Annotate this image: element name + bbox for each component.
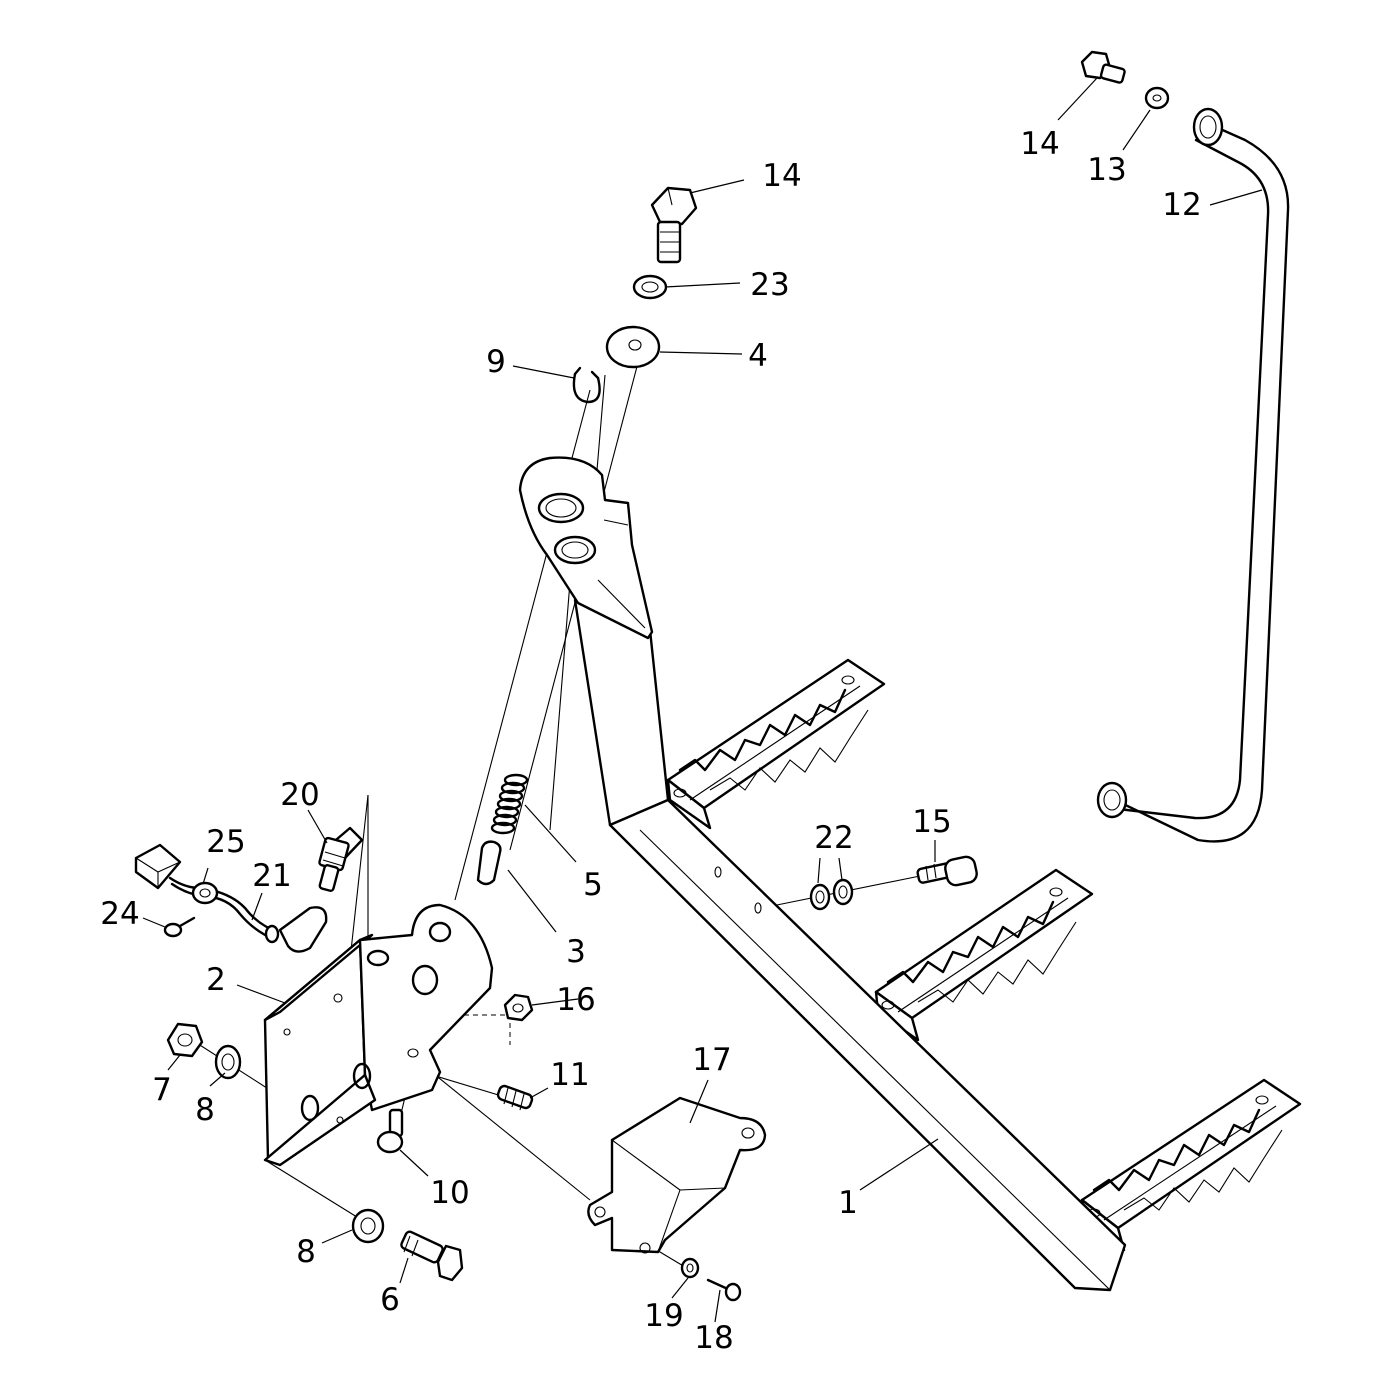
small-bolt	[706, 1278, 742, 1302]
callout-6: 6	[380, 1282, 400, 1318]
callout-8-upper: 8	[195, 1092, 215, 1128]
callout-12: 12	[1162, 187, 1201, 223]
callout-1: 1	[838, 1185, 858, 1221]
small-washer	[680, 1257, 700, 1279]
compression-spring	[490, 773, 529, 835]
callout-22: 22	[814, 820, 853, 856]
callout-4: 4	[748, 338, 768, 374]
callout-13: 13	[1087, 152, 1126, 188]
callout-17: 17	[692, 1042, 731, 1078]
spring-clip	[572, 366, 601, 404]
wire-harness	[134, 843, 328, 953]
ladder-rung-upper	[666, 658, 886, 830]
callout-23: 23	[750, 267, 789, 303]
callout-11: 11	[550, 1057, 589, 1093]
small-screw	[163, 916, 196, 938]
callout-20: 20	[280, 777, 319, 813]
set-screw	[496, 1084, 534, 1111]
grab-handle	[1096, 107, 1290, 843]
handle-washer	[1144, 86, 1170, 110]
hex-bolt-top	[650, 186, 698, 264]
callout-14-top: 14	[762, 158, 801, 194]
callout-10: 10	[430, 1175, 469, 1211]
ladder-rung-middle	[874, 868, 1094, 1042]
callout-3: 3	[566, 934, 586, 970]
callout-15: 15	[912, 804, 951, 840]
cap-screw	[376, 1108, 404, 1154]
callout-25: 25	[206, 824, 245, 860]
plunger-pin	[476, 840, 502, 886]
callout-7: 7	[152, 1072, 172, 1108]
flat-washer-large	[605, 325, 661, 369]
hex-bolt-handle	[1080, 50, 1126, 84]
callout-21: 21	[252, 858, 291, 894]
callout-5: 5	[583, 867, 603, 903]
washer-lower	[351, 1208, 385, 1244]
callout-2: 2	[206, 962, 226, 998]
shoulder-bolt	[916, 855, 978, 887]
sensor-switch	[318, 826, 364, 892]
callout-14-handle: 14	[1020, 126, 1059, 162]
callout-24: 24	[100, 896, 139, 932]
hex-nut	[166, 1022, 204, 1058]
callout-labels: 14 23 4 9 14 13 12 20 25 21 24 5 3 22 15…	[100, 126, 1201, 1356]
ladder-frame	[518, 456, 1302, 1292]
callout-16: 16	[556, 982, 595, 1018]
callout-18: 18	[694, 1320, 733, 1356]
switch-cover	[587, 1096, 767, 1254]
leader-lines	[142, 77, 1263, 1323]
lock-washer	[632, 274, 668, 300]
mounting-bracket	[263, 903, 494, 1167]
callout-9: 9	[486, 344, 506, 380]
hex-bolt-lower	[400, 1230, 464, 1282]
washer-upper	[214, 1044, 242, 1080]
ladder-rung-lower	[1080, 1078, 1302, 1252]
hex-nut-small	[503, 993, 534, 1022]
callout-19: 19	[644, 1298, 683, 1334]
spacer-washers	[809, 878, 854, 911]
callout-8-lower: 8	[296, 1234, 316, 1270]
